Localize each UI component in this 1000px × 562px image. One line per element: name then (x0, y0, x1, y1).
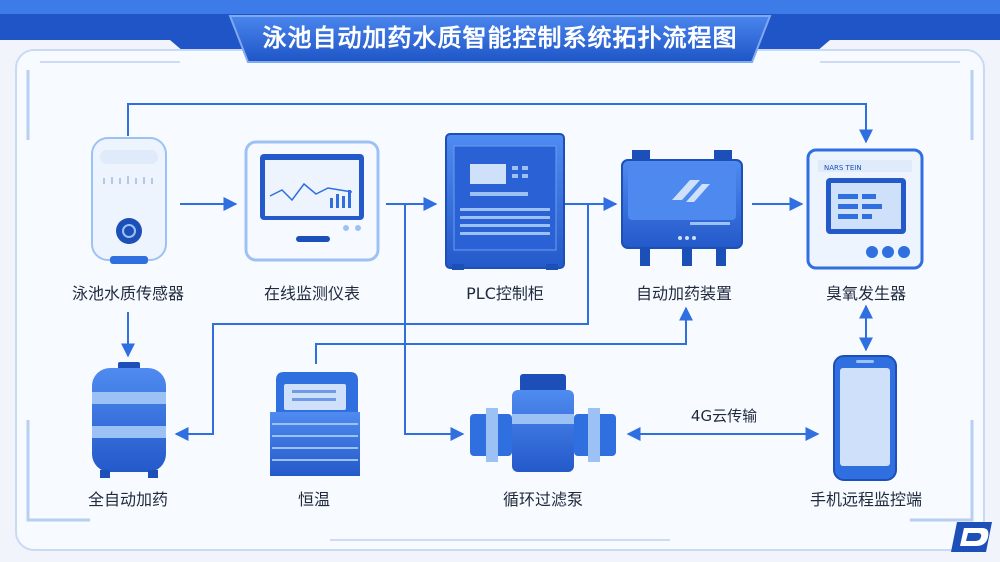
brand-logo-icon (951, 522, 992, 552)
label-ozone-generator: 臭氧发生器 (825, 284, 906, 303)
edge-sensor-ozone (127, 103, 873, 144)
water-quality-sensor-icon (91, 137, 167, 264)
label-water-quality-sensor: 泳池水质传感器 (71, 284, 184, 303)
chemical-tank-icon (92, 362, 166, 478)
page-title: 泳池自动加药水质智能控制系统拓扑流程图 (262, 24, 738, 52)
label-auto-dosing: 全自动加药 (87, 490, 168, 509)
edge-label-4g: 4G云传输 (690, 407, 758, 425)
circulation-pump-icon (470, 374, 616, 472)
control-cabinet-icon (445, 133, 565, 270)
edge-heater-dosing (315, 306, 693, 364)
edge-plc-pump (404, 203, 465, 441)
dosing-device-icon (621, 150, 743, 266)
monitor-meter-icon (244, 140, 380, 262)
ozone-generator-icon: NARS TEIN (806, 148, 924, 270)
label-circulation-pump: 循环过滤泵 (502, 490, 583, 509)
connectors (121, 103, 873, 441)
title-banner (228, 15, 772, 63)
ozone-brand-text: NARS TEIN (824, 164, 862, 172)
edge-plc-autodosing (174, 204, 589, 441)
label-dosing-device: 自动加药装置 (635, 284, 732, 303)
smartphone-icon (833, 355, 897, 481)
label-heater: 恒温 (297, 490, 330, 509)
label-online-monitor: 在线监测仪表 (263, 284, 360, 303)
heater-icon (270, 372, 360, 476)
label-phone-monitor: 手机远程监控端 (809, 490, 922, 509)
label-plc-cabinet: PLC控制柜 (466, 284, 544, 303)
